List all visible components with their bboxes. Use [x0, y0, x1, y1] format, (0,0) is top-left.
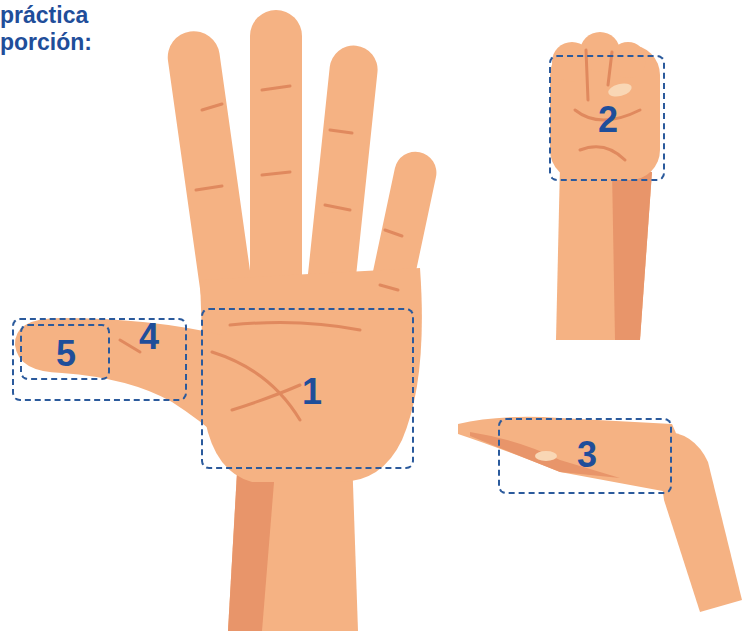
callout-number: 4	[139, 319, 159, 355]
fist-creases	[575, 50, 640, 160]
thumbnail	[607, 81, 633, 99]
palm	[200, 268, 422, 482]
callout-number: 1	[302, 374, 322, 410]
callout-number: 5	[56, 336, 76, 372]
thumbnail	[535, 451, 557, 461]
callout-number: 3	[577, 437, 597, 473]
fist-wrist-shadow	[612, 170, 652, 340]
portion-box: 1	[201, 308, 414, 469]
flat-palm	[458, 417, 680, 492]
portion-box: 5	[20, 324, 110, 380]
thumb	[15, 318, 222, 440]
middle-finger	[250, 10, 302, 310]
portion-box: 3	[498, 418, 672, 494]
fist-wrist	[556, 165, 652, 340]
knuckle	[610, 42, 646, 78]
portion-box: 2	[549, 55, 665, 181]
page-title: práctica porción:	[0, 2, 118, 56]
flat-shadow	[470, 432, 620, 478]
creases	[120, 86, 402, 420]
portion-box: 45	[12, 318, 187, 401]
callout-number: 2	[598, 102, 618, 138]
